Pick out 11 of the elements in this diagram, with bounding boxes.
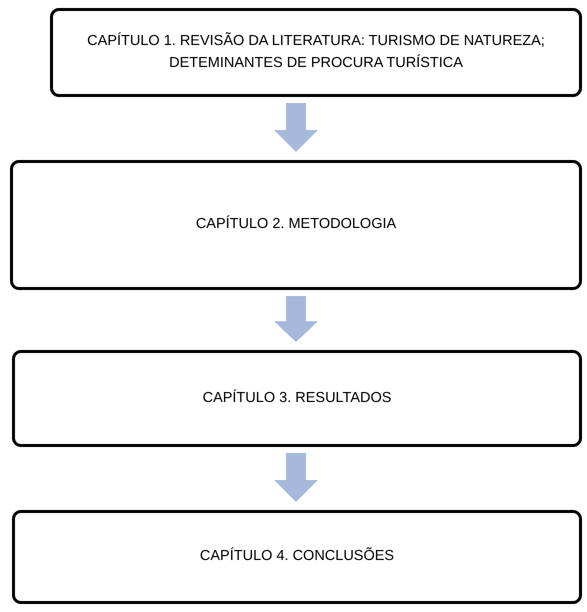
arrow bbox=[274, 103, 318, 152]
chapter-box bbox=[12, 350, 582, 447]
chapter-title: CAPÍTULO 4. CONCLUSÕES bbox=[200, 546, 394, 566]
chapter-title: CAPÍTULO 3. RESULTADOS bbox=[202, 388, 392, 408]
chapter-title: CAPÍTULO 2. METODOLOGIA bbox=[196, 214, 396, 234]
chapter-box bbox=[50, 8, 582, 97]
chapter-box bbox=[10, 160, 582, 290]
arrow bbox=[274, 453, 318, 502]
chapter-box bbox=[12, 510, 582, 604]
arrow bbox=[274, 296, 318, 342]
chapter-title: CAPÍTULO 1. REVISÃO DA LITERATURA: TURISMO DE NATUREZA; DETEMINANTES DE PROCURA TURÍSTICA bbox=[86, 31, 546, 72]
